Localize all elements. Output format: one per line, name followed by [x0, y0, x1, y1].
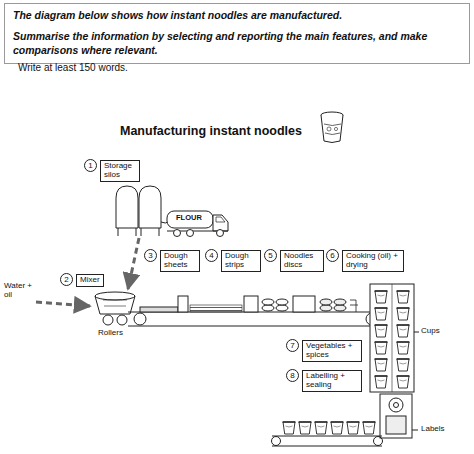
callout-number: 2 [60, 273, 73, 286]
part-label: Labels [421, 425, 445, 434]
cup-icon [321, 112, 343, 143]
callout-number: 6 [326, 249, 339, 262]
callout-number: 4 [205, 249, 218, 262]
prompt-text: The diagram below shows how instant nood… [13, 8, 461, 22]
step-label-box: 6Cooking (oil) + drying [342, 250, 404, 272]
step-label-box: 7Vegetables + spices [302, 340, 362, 362]
prompt-text: Summarise the information by selecting a… [13, 29, 461, 57]
instruction-text: Write at least 150 words. [18, 62, 128, 73]
flour-truck [167, 211, 228, 237]
label-unit [380, 394, 418, 438]
output-conveyor [272, 422, 383, 446]
step-label: Dough strips [225, 252, 257, 270]
task-prompt-box: The diagram below shows how instant nood… [4, 3, 470, 64]
mixer [95, 292, 135, 325]
diagram-title: Manufacturing instant noodles [120, 124, 302, 138]
part-label: Cups [421, 327, 440, 336]
storage-silos [116, 186, 168, 236]
step-label: Mixer [80, 276, 100, 285]
step-label-box: 3Dough sheets [160, 250, 200, 272]
step-label-box: 8Labelling + sealing [302, 370, 362, 392]
step-label: Vegetables + spices [306, 342, 358, 360]
flour-flow-arrow [128, 238, 139, 289]
step-label: Cooking (oil) + drying [346, 252, 400, 270]
callout-number: 1 [84, 159, 97, 172]
part-label: Rollers [98, 329, 123, 338]
step-label: Noodles discs [284, 252, 320, 270]
step-label: Labelling + sealing [306, 372, 358, 390]
part-label: FLOUR [176, 214, 202, 222]
step-label-box: 5Noodles discs [280, 250, 324, 272]
step-label-box: 1Storage silos [100, 160, 140, 182]
step-label: Dough sheets [164, 252, 196, 270]
conveyor [128, 296, 378, 326]
step-label-box: 4Dough strips [221, 250, 261, 272]
part-label: Water + oil [4, 282, 34, 300]
step-label-box: 2Mixer [76, 274, 104, 287]
callout-number: 8 [286, 369, 299, 382]
callout-number: 7 [286, 339, 299, 352]
cup-filling-column [370, 284, 419, 392]
step-label: Storage silos [104, 162, 136, 180]
water-flow-arrow [36, 302, 90, 306]
callout-number: 3 [144, 249, 157, 262]
callout-number: 5 [264, 249, 277, 262]
